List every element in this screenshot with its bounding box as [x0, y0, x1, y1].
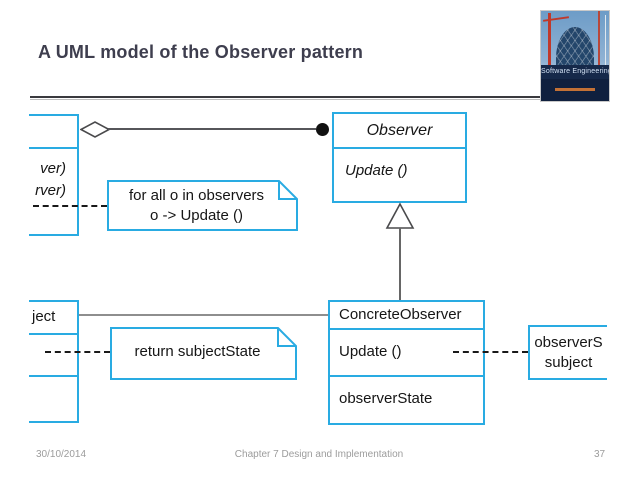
page-title: A UML model of the Observer pattern: [38, 42, 364, 62]
class-box-observer: Observer Update (): [332, 112, 467, 203]
note-line: for all o in observers: [128, 187, 265, 204]
crane-icon: [548, 13, 551, 71]
class-name-compartment: [29, 116, 77, 147]
note-line: observerS: [534, 334, 603, 351]
title-rule: [30, 96, 608, 98]
class-name: Observer: [366, 122, 433, 139]
class-attribute-compartment: [29, 375, 77, 421]
title-rule-shadow: [30, 99, 608, 100]
crane-icon: [598, 11, 600, 71]
note-dashed-connector: [33, 205, 107, 207]
class-box-concrete-observer: ConcreteObserver Update () observerState: [328, 300, 485, 425]
class-box-subject-clipped: ver) rver): [29, 114, 79, 236]
footer-page-number: 37: [594, 449, 606, 460]
book-cover-logo: Software Engineering: [540, 10, 610, 102]
class-box-concrete-subject-clipped: ject: [29, 300, 79, 423]
class-method-compartment: [29, 333, 77, 375]
association-line: [79, 314, 328, 316]
footer-title: Chapter 7 Design and Implementation: [234, 449, 404, 460]
uml-note-observers: for all o in observers o -> Update (): [107, 180, 298, 231]
crane-cable-icon: [605, 15, 606, 69]
footer-date: 30/10/2014: [36, 449, 87, 460]
class-method: Update (): [330, 328, 483, 375]
note-dashed-connector: [45, 351, 110, 353]
class-name: ConcreteObserver: [339, 306, 462, 323]
class-attribute: observerState: [330, 375, 483, 423]
logo-author-band: [541, 79, 609, 101]
logo-author-mark: [555, 88, 595, 91]
note-line: subject: [544, 354, 593, 371]
clipped-method-text: ver): [40, 160, 66, 177]
association-end-dot-icon: [316, 123, 329, 136]
clipped-method-text: rver): [35, 182, 66, 199]
note-outline: [107, 180, 298, 231]
note-outline: [110, 327, 297, 380]
crane-jib-icon: [542, 16, 570, 22]
uml-note-subject-state: return subjectState: [110, 327, 297, 380]
note-dashed-connector: [453, 351, 528, 353]
association-line: [108, 128, 316, 130]
logo-title: Software Engineering: [541, 65, 609, 79]
generalization-line: [399, 228, 401, 301]
note-line: return subjectState: [134, 343, 261, 360]
aggregation-diamond-icon: [80, 121, 110, 138]
class-name-clipped: ject: [32, 308, 56, 325]
note-line: o -> Update (): [150, 207, 243, 224]
class-method-compartment: ver) rver): [29, 147, 77, 234]
generalization-arrow-icon: [385, 202, 415, 229]
class-method: Update (): [334, 147, 465, 201]
note-box-observer-state-clipped: observerS subject: [528, 325, 607, 380]
